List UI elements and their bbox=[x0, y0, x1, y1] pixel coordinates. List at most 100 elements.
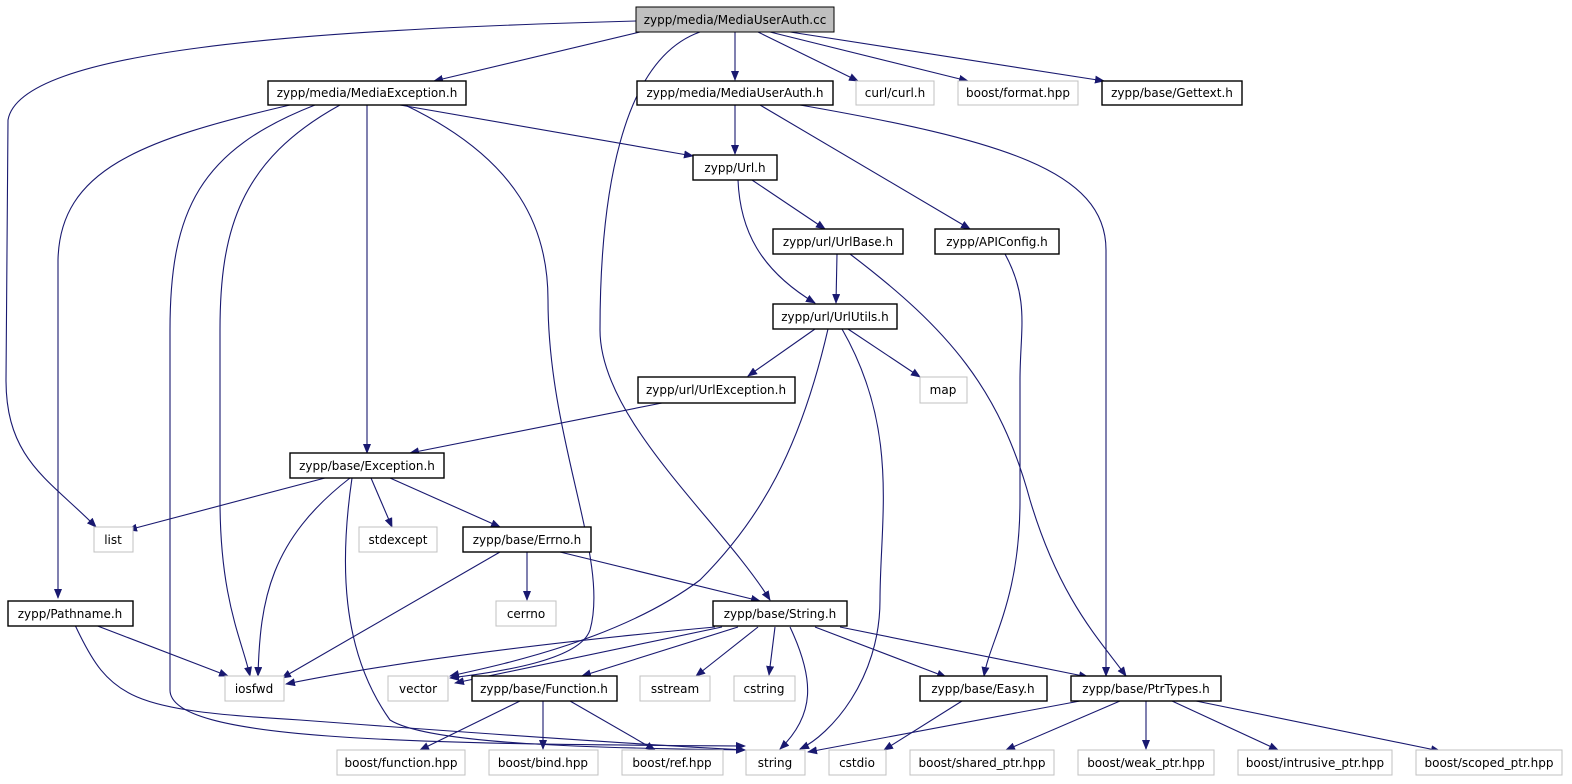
node-map: map bbox=[919, 376, 968, 404]
node-cerrno: cerrno bbox=[495, 600, 557, 627]
node-easy-h[interactable]: zypp/base/Easy.h bbox=[919, 675, 1048, 702]
node-curl-h: curl/curl.h bbox=[855, 80, 935, 106]
node-label: iosfwd bbox=[235, 682, 273, 696]
node-label: vector bbox=[399, 682, 437, 696]
edge-errno-iosfwd bbox=[281, 551, 501, 679]
node-label: stdexcept bbox=[369, 533, 428, 547]
node-boost-intrusive-ptr-hpp: boost/intrusive_ptr.hpp bbox=[1237, 749, 1393, 776]
node-label: zypp/base/String.h bbox=[724, 607, 837, 621]
node-boost-function-hpp: boost/function.hpp bbox=[336, 749, 466, 776]
node-label: zypp/base/Errno.h bbox=[473, 533, 582, 547]
node-function-h[interactable]: zypp/base/Function.h bbox=[471, 675, 618, 702]
edge-exception-errno bbox=[389, 477, 501, 528]
node-api-config-h[interactable]: zypp/APIConfig.h bbox=[934, 228, 1060, 255]
node-label: zypp/base/PtrTypes.h bbox=[1082, 682, 1209, 696]
dependency-edges bbox=[5, 20, 1441, 755]
node-label: string bbox=[758, 756, 792, 770]
node-label: zypp/base/Gettext.h bbox=[1111, 86, 1233, 100]
node-boost-ref-hpp: boost/ref.hpp bbox=[621, 749, 724, 776]
edge-apiconfig-easy bbox=[981, 253, 1023, 677]
node-label: zypp/url/UrlUtils.h bbox=[781, 310, 888, 324]
edge-exception-iosfwd bbox=[254, 477, 351, 677]
edge-urlutils-urlexc bbox=[747, 328, 816, 377]
node-exception-h[interactable]: zypp/base/Exception.h bbox=[289, 452, 445, 479]
node-label: list bbox=[104, 533, 122, 547]
node-url-h[interactable]: zypp/Url.h bbox=[692, 154, 778, 181]
edge-urlutils-string bbox=[799, 328, 884, 750]
node-label: zypp/APIConfig.h bbox=[946, 235, 1048, 249]
edge-urlutils-map bbox=[847, 328, 921, 378]
node-label: zypp/media/MediaUserAuth.h bbox=[646, 86, 823, 100]
node-label: sstream bbox=[651, 682, 699, 696]
node-label: boost/weak_ptr.hpp bbox=[1087, 756, 1205, 770]
node-label: zypp/base/Function.h bbox=[480, 682, 608, 696]
node-list: list bbox=[93, 526, 134, 553]
node-label: zypp/media/MediaException.h bbox=[277, 86, 458, 100]
node-vector: vector bbox=[387, 675, 449, 702]
edge-mediauserauth-apiconfig bbox=[759, 104, 971, 230]
edge-string-h-vector bbox=[454, 626, 723, 686]
node-boost-weak-ptr-hpp: boost/weak_ptr.hpp bbox=[1077, 749, 1215, 776]
node-media-user-auth-h[interactable]: zypp/media/MediaUserAuth.h bbox=[636, 80, 834, 106]
node-cstring: cstring bbox=[733, 675, 796, 702]
edge-ptrtypes-scopedptr bbox=[1195, 700, 1441, 754]
edge-mediaexc-pathname bbox=[54, 104, 291, 599]
node-boost-format-hpp: boost/format.hpp bbox=[957, 80, 1079, 106]
edge-mediaexc-vector bbox=[404, 104, 595, 681]
node-label: zypp/url/UrlBase.h bbox=[783, 235, 893, 249]
edge-urlbase-urlutils bbox=[832, 253, 841, 304]
node-label: zypp/Url.h bbox=[704, 161, 765, 175]
node-cstdio: cstdio bbox=[828, 749, 887, 776]
node-media-exception-h[interactable]: zypp/media/MediaException.h bbox=[267, 80, 467, 106]
graph-nodes: zypp/media/MediaUserAuth.cc zypp/media/M… bbox=[7, 6, 1563, 776]
node-sstream: sstream bbox=[639, 675, 711, 702]
node-label: boost/shared_ptr.hpp bbox=[919, 756, 1046, 770]
node-boost-bind-hpp: boost/bind.hpp bbox=[488, 749, 599, 776]
node-errno-h[interactable]: zypp/base/Errno.h bbox=[462, 526, 592, 553]
edge-url-urlutils bbox=[737, 179, 816, 304]
edge-ptrtypes-sharedptr bbox=[1005, 700, 1121, 751]
edge-pathname-iosfwd bbox=[94, 624, 229, 677]
node-label: boost/ref.hpp bbox=[632, 756, 711, 770]
node-label: boost/scoped_ptr.hpp bbox=[1425, 756, 1554, 770]
node-iosfwd: iosfwd bbox=[224, 675, 285, 702]
node-label: boost/intrusive_ptr.hpp bbox=[1246, 756, 1384, 770]
edge-root-curl bbox=[757, 31, 859, 82]
edge-ptrtypes-string bbox=[807, 700, 1081, 755]
node-label: cstring bbox=[743, 682, 784, 696]
edge-exception-list bbox=[127, 477, 326, 532]
edge-function-boostref bbox=[569, 700, 656, 751]
edge-urlexc-exception bbox=[409, 402, 663, 456]
node-string-h[interactable]: zypp/base/String.h bbox=[712, 600, 848, 627]
node-label: zypp/Pathname.h bbox=[18, 607, 123, 621]
edge-string-h-easy bbox=[814, 626, 947, 678]
node-label: zypp/base/Exception.h bbox=[299, 459, 435, 473]
edge-urlbase-ptrtypes bbox=[849, 253, 1127, 677]
node-url-utils-h[interactable]: zypp/url/UrlUtils.h bbox=[772, 303, 898, 330]
node-gettext-h[interactable]: zypp/base/Gettext.h bbox=[1101, 80, 1243, 106]
edge-urlutils-vector bbox=[449, 328, 829, 678]
edge-ptrtypes-intrusiveptr bbox=[1171, 700, 1279, 751]
edge-string-h-string bbox=[779, 626, 809, 750]
edge-string-h-iosfwd bbox=[285, 626, 716, 687]
node-label: cstdio bbox=[839, 756, 875, 770]
node-boost-shared-ptr-hpp: boost/shared_ptr.hpp bbox=[909, 749, 1055, 776]
edge-string-h-sstream bbox=[695, 626, 759, 677]
edge-mediauserauth-ptrtypes bbox=[799, 104, 1110, 677]
node-url-exception-h[interactable]: zypp/url/UrlException.h bbox=[637, 376, 796, 404]
node-string: string bbox=[745, 749, 806, 776]
node-url-base-h[interactable]: zypp/url/UrlBase.h bbox=[772, 228, 904, 255]
node-label: map bbox=[930, 383, 957, 397]
node-boost-scoped-ptr-hpp: boost/scoped_ptr.hpp bbox=[1415, 749, 1563, 776]
edge-mediaexc-url bbox=[399, 104, 694, 159]
node-pathname-h[interactable]: zypp/Pathname.h bbox=[7, 600, 134, 627]
node-label: curl/curl.h bbox=[865, 86, 925, 100]
node-label: boost/function.hpp bbox=[345, 756, 458, 770]
edge-exception-string bbox=[344, 477, 746, 754]
node-root-file[interactable]: zypp/media/MediaUserAuth.cc bbox=[635, 6, 835, 33]
node-ptr-types-h[interactable]: zypp/base/PtrTypes.h bbox=[1070, 675, 1222, 702]
edge-mediaexc-iosfwd bbox=[219, 104, 341, 677]
edge-root-mediaexception bbox=[433, 31, 641, 83]
edge-mediaexc-string bbox=[169, 104, 746, 750]
